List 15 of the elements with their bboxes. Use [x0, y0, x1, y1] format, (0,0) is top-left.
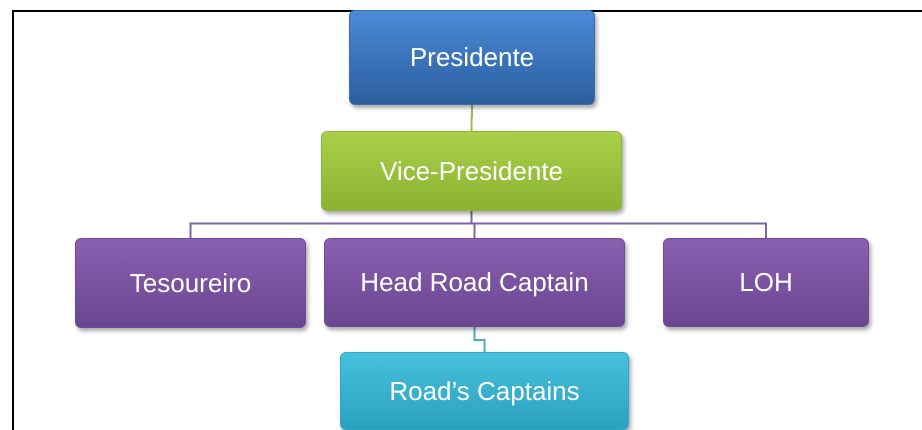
role-label: Tesoureiro	[130, 266, 252, 300]
connector-line	[470, 211, 767, 238]
role-label: Head Road Captain	[360, 266, 589, 299]
org-box	[75, 238, 306, 328]
org-box	[340, 352, 629, 430]
org-box	[663, 238, 869, 327]
role-label: Presidente	[410, 41, 534, 74]
org-box	[324, 238, 625, 327]
org-box	[321, 131, 622, 211]
role-label: Vice-Presidente	[380, 154, 564, 188]
connector-line	[474, 327, 486, 352]
org-box	[349, 10, 595, 105]
role-label: LOH	[739, 266, 793, 299]
role-label: Road’s Captains	[389, 374, 580, 408]
connector-line	[470, 105, 473, 131]
